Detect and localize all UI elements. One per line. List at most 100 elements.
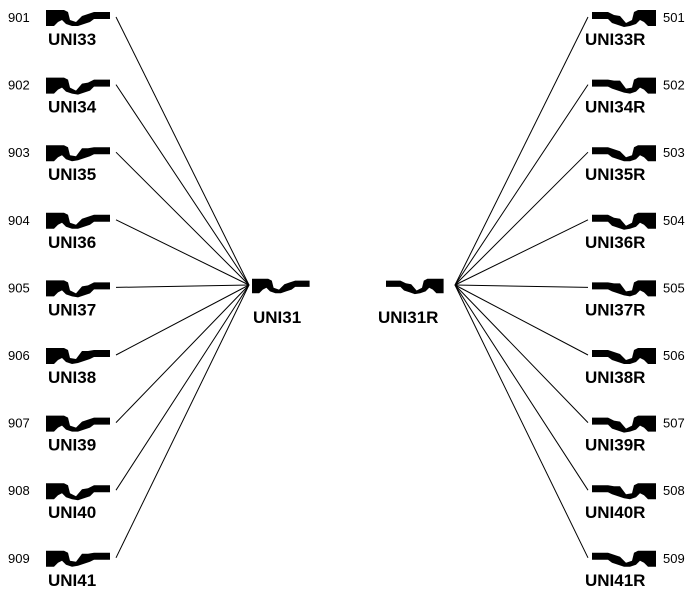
key-name: UNI33 <box>48 30 96 49</box>
key-profile-icon <box>592 10 656 27</box>
key-name: UNI36R <box>585 233 645 252</box>
key-name: UNI34 <box>48 98 97 117</box>
key-number: 503 <box>663 145 685 160</box>
key-profile-icon <box>46 77 110 95</box>
key-profile-icon <box>252 278 310 294</box>
key-profile-icon <box>46 415 110 432</box>
key-number: 905 <box>8 280 30 295</box>
connector-line <box>454 16 589 286</box>
key-number: 504 <box>663 213 685 228</box>
key-name: UNI41 <box>48 571 96 590</box>
key-name: UNI39R <box>585 436 645 455</box>
connector-line <box>454 219 589 286</box>
connector-lines <box>115 16 589 559</box>
key-profile-icon <box>592 280 656 297</box>
connector-line <box>115 284 250 491</box>
key-profile-icon <box>592 212 656 230</box>
connector-line <box>115 151 250 286</box>
key-name: UNI34R <box>585 98 645 117</box>
key-name: UNI40 <box>48 503 96 522</box>
connector-line <box>115 284 250 559</box>
hub-key-uni31[interactable]: UNI31 <box>252 278 310 327</box>
key-name: UNI39 <box>48 436 96 455</box>
connector-line <box>454 284 589 559</box>
connector-line <box>454 284 589 423</box>
key-number: 509 <box>663 551 685 566</box>
connector-line <box>115 284 250 288</box>
connector-line <box>454 84 589 286</box>
key-number: 901 <box>8 10 30 25</box>
key-number: 507 <box>663 416 685 431</box>
key-number: 502 <box>663 78 685 93</box>
key-profile-icon <box>592 415 656 433</box>
key-profile-icon <box>46 550 110 567</box>
right-key-column: 501UNI33R502UNI34R503UNI35R504UNI36R505U… <box>585 10 685 590</box>
key-name: UNI38 <box>48 368 96 387</box>
key-number: 508 <box>663 483 685 498</box>
key-name: UNI41R <box>585 571 645 590</box>
connector-line <box>115 84 250 286</box>
key-name: UNI37 <box>48 300 96 319</box>
key-number: 909 <box>8 551 30 566</box>
connector-line <box>454 151 589 286</box>
key-profile-icon <box>386 278 444 295</box>
connector-line <box>115 16 250 286</box>
connector-line <box>454 284 589 356</box>
hub-key-name: UNI31 <box>253 308 301 327</box>
key-name: UNI37R <box>585 300 645 319</box>
key-profile-icon <box>592 550 656 567</box>
hub-keys: UNI31 UNI31R <box>252 278 444 327</box>
key-profile-icon <box>592 145 656 162</box>
key-name: UNI35R <box>585 165 645 184</box>
key-number: 902 <box>8 78 30 93</box>
connector-line <box>454 284 589 288</box>
key-number: 903 <box>8 145 30 160</box>
connector-line <box>115 284 250 423</box>
key-profile-icon <box>46 483 110 501</box>
key-name: UNI38R <box>585 368 645 387</box>
key-profile-icon <box>46 212 110 229</box>
key-name: UNI36 <box>48 233 96 252</box>
hub-key-uni31r[interactable]: UNI31R <box>378 278 444 327</box>
key-profile-icon <box>592 483 656 500</box>
hub-key-name: UNI31R <box>378 308 438 327</box>
key-profile-icon <box>46 348 110 364</box>
key-number: 904 <box>8 213 30 228</box>
key-profile-icon <box>46 145 110 162</box>
connector-line <box>115 219 250 286</box>
key-profile-icon <box>592 77 656 94</box>
key-number: 906 <box>8 348 30 363</box>
connector-line <box>115 284 250 356</box>
key-number: 501 <box>663 10 685 25</box>
key-profile-icon <box>46 280 110 298</box>
key-profile-icon <box>592 348 656 364</box>
key-number: 505 <box>663 280 685 295</box>
key-name: UNI40R <box>585 503 645 522</box>
key-name: UNI33R <box>585 30 645 49</box>
key-number: 908 <box>8 483 30 498</box>
key-name: UNI35 <box>48 165 96 184</box>
key-number: 506 <box>663 348 685 363</box>
connector-line <box>454 284 589 491</box>
key-number: 907 <box>8 416 30 431</box>
